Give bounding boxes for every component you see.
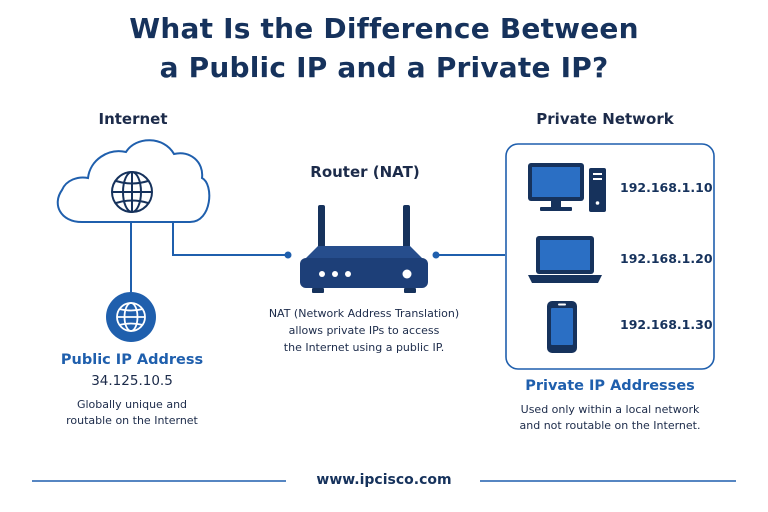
connector-dot-right [432, 251, 440, 259]
page-title-line-2: a Public IP and a Private IP? [159, 51, 609, 84]
router-icon [300, 205, 428, 293]
public-ip-desc-line-2: routable on the Internet [66, 414, 198, 427]
globe-icon [106, 292, 156, 342]
page-title-line-1: What Is the Difference Between [129, 12, 639, 45]
footer-url[interactable]: www.ipcisco.com [316, 472, 452, 488]
connector-dot-left [284, 251, 292, 259]
private-ip-desc-line-1: Used only within a local network [520, 403, 700, 416]
private-ip-desc-line-2: and not routable on the Internet. [519, 419, 701, 432]
internet-heading: Internet [98, 110, 168, 128]
cloud-to-router-line [172, 222, 288, 256]
private-network-heading: Private Network [536, 110, 674, 128]
private-network-frame [505, 143, 715, 370]
router-desc-line-3: the Internet using a public IP. [283, 341, 445, 354]
desktop-ip: 192.168.1.10 [620, 180, 713, 195]
laptop-icon [528, 236, 602, 283]
router-heading: Router (NAT) [310, 163, 420, 181]
smartphone-icon [547, 301, 577, 353]
private-ip-label: Private IP Addresses [525, 378, 695, 394]
public-ip-desc-line-1: Globally unique and [76, 398, 188, 411]
desktop-computer-icon [528, 163, 606, 212]
router-desc-line-1: NAT (Network Address Translation) [268, 307, 460, 320]
connection-lines [130, 222, 505, 292]
public-ip-address: 34.125.10.5 [91, 373, 173, 389]
smartphone-ip: 192.168.1.30 [620, 317, 713, 332]
cloud-globe-icon [56, 139, 211, 223]
public-ip-label: Public IP Address [60, 352, 204, 368]
router-desc-line-2: allows private IPs to access [288, 324, 440, 337]
laptop-ip: 192.168.1.20 [620, 251, 713, 266]
